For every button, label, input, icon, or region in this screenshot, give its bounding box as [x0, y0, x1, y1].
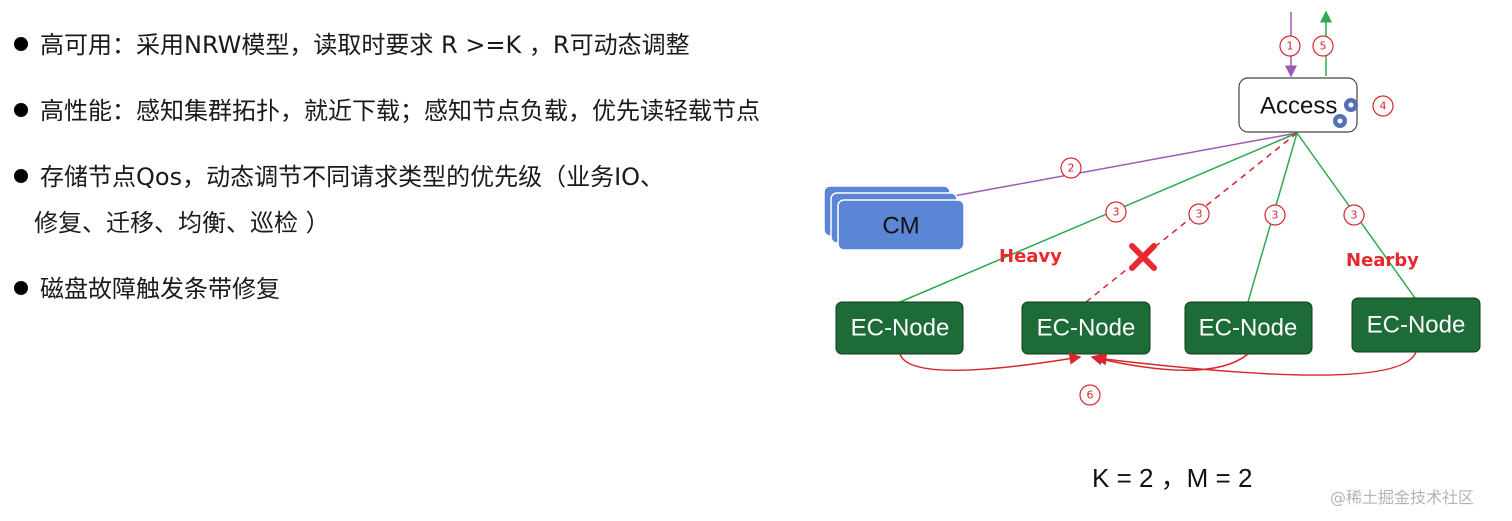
ec-node-4: EC-Node — [1351, 297, 1481, 353]
bullet-list: 高可用：采用NRW模型，读取时要求 R >=K ，R可动态调整 高性能：感知集群… — [14, 28, 874, 338]
step-badge-1: 1 — [1279, 35, 1301, 57]
svg-text:6: 6 — [1087, 389, 1094, 402]
red-x-icon — [1129, 243, 1157, 271]
repair-edge-from-node-4 — [1094, 351, 1417, 376]
step-badge-2: 2 — [1060, 157, 1082, 179]
svg-text:3: 3 — [1351, 209, 1358, 222]
svg-text:CM: CM — [882, 213, 919, 240]
ec-parameters: K = 2 ，M = 2 — [1092, 463, 1253, 493]
step-badge-5: 5 — [1312, 35, 1334, 57]
bullet-high-performance: 高性能：感知集群拓扑，就近下载；感知节点负载，优先读轻载节点 — [14, 94, 874, 128]
nearby-label: Nearby — [1346, 250, 1419, 271]
step-badge-6: 6 — [1079, 384, 1101, 406]
bullet-dot-icon — [14, 37, 28, 51]
repair-edge-from-node-3 — [1090, 353, 1249, 372]
step-badge-4: 4 — [1372, 95, 1394, 117]
bullet-qos: 存储节点Qos，动态调节不同请求类型的优先级（业务IO、 — [14, 160, 874, 194]
cm-node: CM — [823, 185, 965, 251]
ec-node-1: EC-Node — [835, 301, 964, 355]
step-badge-3d: 3 — [1343, 204, 1365, 226]
step-badge-3a: 3 — [1105, 201, 1127, 223]
bullet-dot-icon — [14, 281, 28, 295]
access-to-cm-edge — [930, 132, 1298, 205]
svg-text:1: 1 — [1287, 40, 1294, 53]
watermark: @稀土掘金技术社区 — [1330, 488, 1475, 507]
repair-edge-from-node-1 — [899, 352, 1082, 372]
heavy-label: Heavy — [999, 246, 1062, 267]
svg-text:3: 3 — [1196, 208, 1203, 221]
step-badge-3b: 3 — [1188, 203, 1210, 225]
svg-text:3: 3 — [1113, 206, 1120, 219]
svg-text:EC-Node: EC-Node — [1037, 315, 1136, 342]
ec-node-2: EC-Node — [1021, 301, 1151, 355]
gear-icon — [1333, 98, 1358, 128]
svg-text:EC-Node: EC-Node — [1199, 315, 1298, 342]
svg-text:2: 2 — [1068, 162, 1075, 175]
bullet-dot-icon — [14, 169, 28, 183]
svg-text:Access: Access — [1260, 93, 1337, 120]
step-badge-3c: 3 — [1264, 204, 1286, 226]
svg-text:EC-Node: EC-Node — [851, 315, 950, 342]
svg-text:5: 5 — [1320, 40, 1327, 53]
access-node: Access — [1238, 77, 1358, 133]
ec-node-3: EC-Node — [1184, 301, 1313, 355]
edge-to-ec-node-1 — [899, 132, 1298, 303]
bullet-dot-icon — [14, 103, 28, 117]
svg-text:4: 4 — [1380, 100, 1387, 113]
svg-text:EC-Node: EC-Node — [1367, 312, 1466, 339]
svg-text:3: 3 — [1272, 209, 1279, 222]
bullet-disk-repair: 磁盘故障触发条带修复 — [14, 272, 874, 306]
bullet-high-availability: 高可用：采用NRW模型，读取时要求 R >=K ，R可动态调整 — [14, 28, 874, 62]
bullet-qos-continued: 修复、迁移、均衡、巡检 ） — [34, 209, 330, 237]
